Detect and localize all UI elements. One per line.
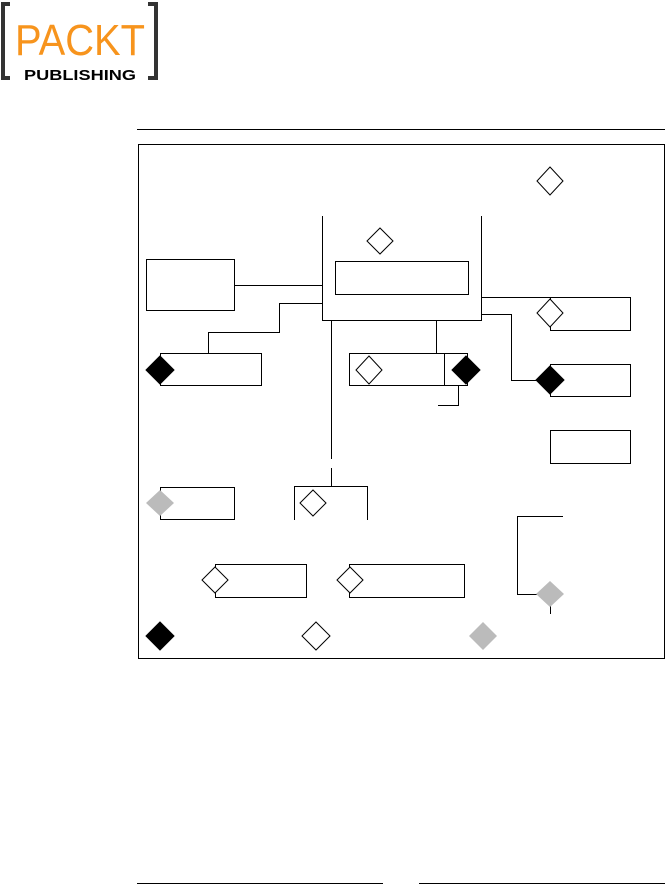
legend-open-diamond (301, 621, 331, 651)
logo-left-bracket (1, 2, 10, 80)
right-mid-connector (481, 314, 538, 381)
open-diamond (201, 566, 229, 594)
header-rule (137, 129, 665, 130)
legend-grey-diamond (469, 622, 497, 650)
open-diamond (366, 227, 394, 255)
open-diamond (536, 166, 564, 196)
open-diamond (536, 298, 564, 328)
filled-diamond (451, 355, 481, 385)
open-diamond (299, 489, 327, 517)
bottom-center-container (294, 486, 368, 520)
diagram-frame (138, 144, 665, 659)
grey-diamond (536, 581, 564, 607)
open-diamond (336, 566, 364, 594)
center-inner-box (335, 261, 469, 295)
logo-right-bracket (148, 2, 158, 80)
central-container (322, 216, 482, 321)
legend-filled-diamond (145, 621, 175, 651)
packt-publishing-logo: PACKT PUBLISHING (1, 2, 158, 84)
grey-diamond (146, 490, 174, 516)
footer-rule-left (137, 883, 383, 884)
logo-brand-text: PACKT (15, 16, 145, 65)
open-diamond (355, 355, 383, 385)
footer-rule-right (419, 883, 665, 884)
left-mid-connector (208, 303, 323, 353)
logo-sub-text: PUBLISHING (24, 67, 136, 84)
filled-diamond (535, 365, 565, 395)
center-mid-tail (438, 385, 459, 406)
right-lower-box (550, 430, 631, 464)
right-bracket-connector (517, 516, 563, 595)
filled-diamond (145, 355, 175, 385)
